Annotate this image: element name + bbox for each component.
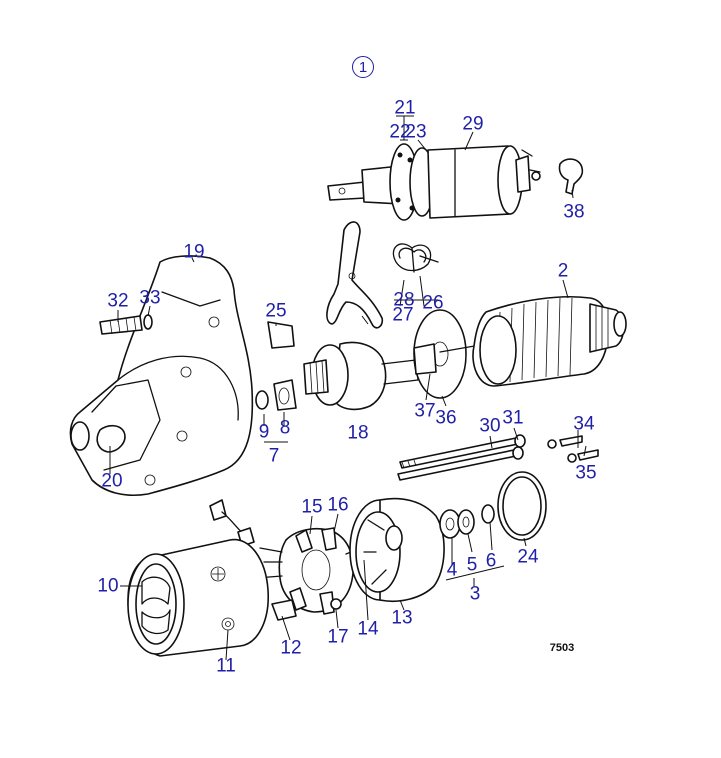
part-label-13[interactable]: 13 [391, 607, 413, 629]
part-label-37[interactable]: 37 [414, 400, 436, 422]
part-label-25[interactable]: 25 [265, 300, 287, 322]
part-label-20[interactable]: 20 [101, 470, 123, 492]
commutator-end-cover-part[interactable] [349, 471, 547, 602]
part-label-8[interactable]: 8 [279, 417, 291, 439]
part-label-22[interactable]: 22 [389, 121, 411, 143]
part-label-33[interactable]: 33 [139, 287, 161, 309]
pinion-drive-part[interactable] [255, 321, 419, 411]
leader-lines [109, 115, 587, 661]
part-label-15[interactable]: 15 [301, 496, 323, 518]
field-yoke-part[interactable] [127, 538, 269, 657]
part-label-6[interactable]: 6 [485, 550, 497, 572]
part-label-29[interactable]: 29 [462, 113, 484, 135]
part-label-26[interactable]: 26 [422, 292, 444, 314]
part-label-30[interactable]: 30 [479, 415, 501, 437]
part-label-3[interactable]: 3 [469, 583, 481, 605]
fork-lever-part[interactable] [326, 221, 439, 329]
part-label-17[interactable]: 17 [327, 626, 349, 648]
part-label-5[interactable]: 5 [466, 554, 478, 576]
part-label-38[interactable]: 38 [563, 201, 585, 223]
part-label-4[interactable]: 4 [446, 559, 458, 581]
solenoid-part[interactable] [327, 143, 584, 221]
part-label-19[interactable]: 19 [183, 241, 205, 263]
part-label-23[interactable]: 23 [405, 121, 427, 143]
part-label-9[interactable]: 9 [258, 421, 270, 443]
part-label-11[interactable]: 11 [216, 655, 236, 677]
armature-part[interactable] [413, 295, 627, 399]
part-label-2[interactable]: 2 [557, 260, 569, 282]
through-bolts-part[interactable] [397, 434, 599, 481]
drive-end-housing-part[interactable] [69, 255, 254, 496]
part-label-36[interactable]: 36 [435, 407, 457, 429]
part-label-21[interactable]: 21 [394, 97, 416, 119]
part-label-34[interactable]: 34 [573, 413, 595, 435]
circled-label: 1 [352, 56, 374, 78]
part-label-32[interactable]: 32 [107, 290, 129, 312]
part-label-16[interactable]: 16 [327, 494, 349, 516]
brush-plate-part[interactable] [209, 499, 367, 621]
figure-code: 7503 [549, 642, 575, 654]
part-label-18[interactable]: 18 [347, 422, 369, 444]
part-label-27[interactable]: 27 [392, 304, 414, 326]
part-label-14[interactable]: 14 [357, 618, 379, 640]
part-label-31[interactable]: 31 [502, 407, 524, 429]
part-label-10[interactable]: 10 [97, 575, 119, 597]
part-label-35[interactable]: 35 [575, 462, 597, 484]
part-label-28[interactable]: 28 [393, 289, 415, 311]
part-label-7[interactable]: 7 [268, 445, 280, 467]
part-label-12[interactable]: 12 [280, 637, 302, 659]
part-label-24[interactable]: 24 [517, 546, 539, 568]
